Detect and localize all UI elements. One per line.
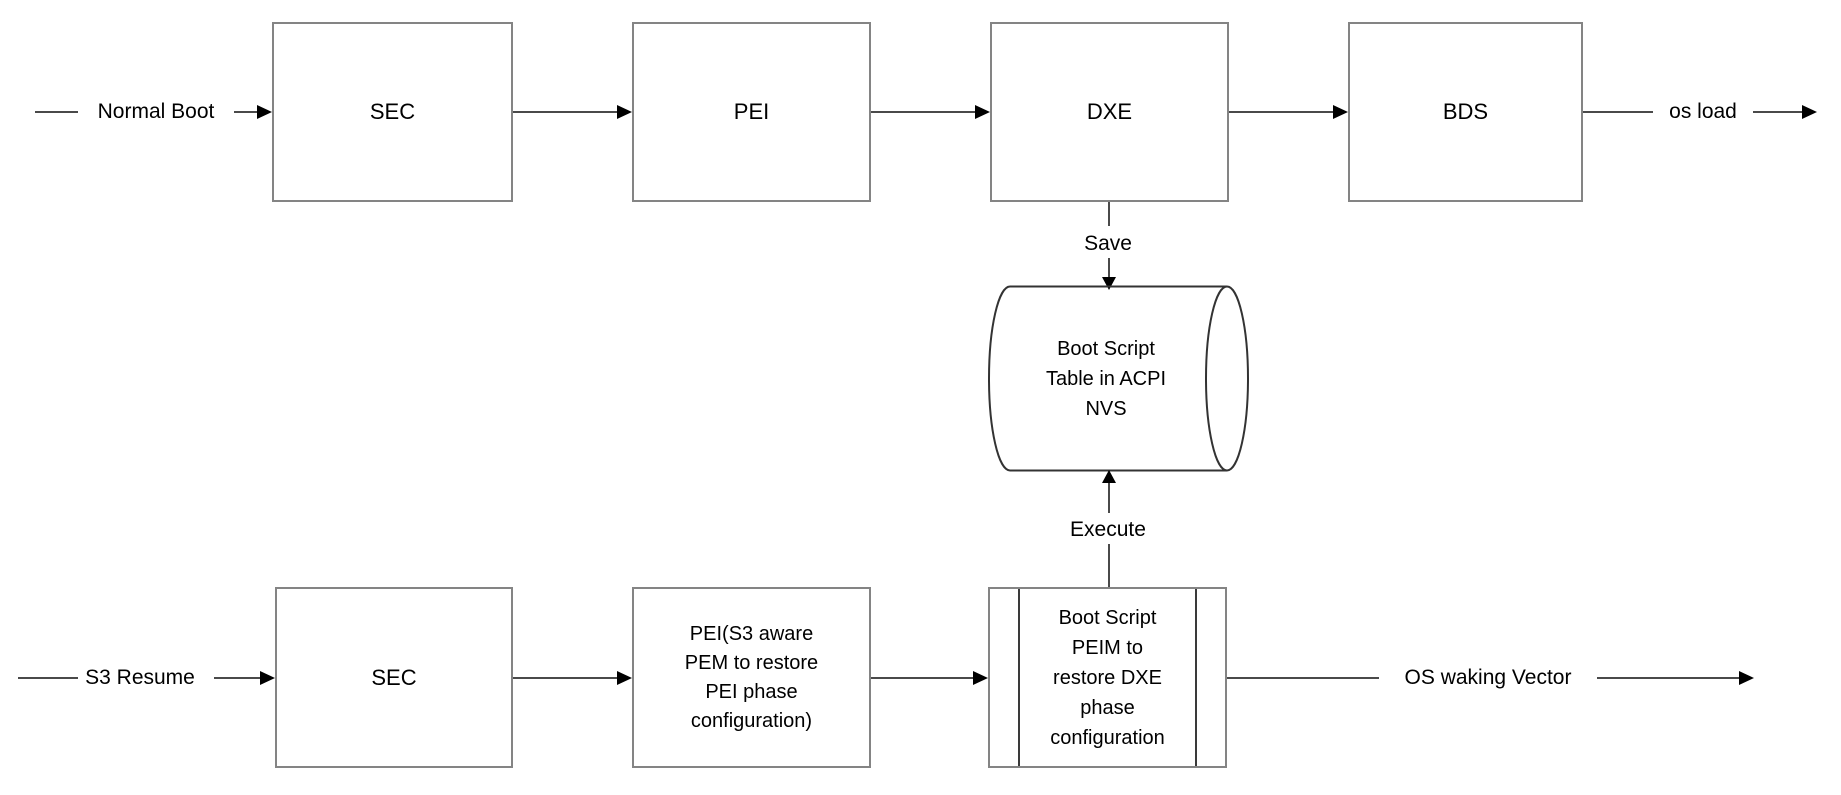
pei-s3-aware-text: PEI(S3 aware PEM to restore PEI phase co…	[685, 620, 818, 736]
connector-line	[1227, 677, 1379, 679]
os-load-label: os load	[1669, 100, 1737, 123]
boot-script-peim-box: Boot Script PEIM to restore DXE phase co…	[988, 587, 1227, 768]
arrow-right-icon	[973, 671, 988, 685]
arrow-right-icon	[1802, 105, 1817, 119]
arrow-right-icon	[1739, 671, 1754, 685]
boot-script-table-line: Boot Script	[1057, 338, 1155, 360]
arrow-right-icon	[617, 671, 632, 685]
arrow-right-icon	[257, 105, 272, 119]
pei-s3-aware-box: PEI(S3 aware PEM to restore PEI phase co…	[632, 587, 871, 768]
os-waking-vector-label: OS waking Vector	[1404, 666, 1572, 689]
pei-s3-aware-line: PEI phase	[705, 680, 798, 703]
execute-label: Execute	[1070, 518, 1146, 541]
boot-script-table-text: Boot Script Table in ACPI NVS	[1026, 334, 1186, 424]
bds-phase-box: BDS	[1348, 22, 1583, 202]
arrow-right-icon	[617, 105, 632, 119]
sec-phase-label: SEC	[369, 99, 416, 124]
dxe-phase-box: DXE	[990, 22, 1229, 202]
predefined-process-line	[1018, 589, 1020, 766]
connector-line	[1108, 202, 1110, 226]
arrow-right-icon	[260, 671, 275, 685]
connector-line	[871, 111, 976, 113]
connector-line	[214, 677, 261, 679]
connector-line	[234, 111, 258, 113]
connector-line	[871, 677, 974, 679]
save-label: Save	[1084, 232, 1132, 255]
connector-line	[35, 111, 78, 113]
cylinder-end-cap	[1205, 285, 1249, 472]
s3-resume-label: S3 Resume	[85, 666, 195, 689]
boot-script-peim-line: configuration	[1050, 726, 1165, 749]
connector-line	[1108, 544, 1110, 587]
boot-script-table-line: Table in ACPI	[1045, 368, 1167, 390]
boot-script-table-line: NVS	[1085, 398, 1127, 420]
connector-line	[1229, 111, 1334, 113]
boot-script-peim-line: Boot Script	[1058, 606, 1157, 629]
connector-line	[1108, 258, 1110, 277]
connector-line	[513, 677, 618, 679]
pei-s3-aware-line: PEM to restore	[684, 651, 819, 674]
connector-line	[18, 677, 78, 679]
cylinder-outline	[988, 285, 1227, 472]
dxe-phase-label: DXE	[1086, 99, 1133, 124]
connector-line	[1108, 483, 1110, 513]
sec-resume-label: SEC	[371, 664, 417, 690]
pei-phase-box: PEI	[632, 22, 871, 202]
pei-s3-aware-line: configuration)	[690, 709, 813, 732]
connector-line	[513, 111, 618, 113]
boot-script-peim-line: phase	[1080, 696, 1135, 719]
connector-line	[1597, 677, 1740, 679]
pei-s3-aware-line: PEI(S3 aware	[689, 622, 814, 645]
boot-script-peim-line: restore DXE	[1053, 666, 1162, 689]
normal-boot-label: Normal Boot	[97, 100, 215, 123]
sec-resume-box: SEC	[275, 587, 513, 768]
sec-phase-box: SEC	[272, 22, 513, 202]
pei-phase-label: PEI	[733, 99, 770, 124]
arrow-up-icon	[1102, 470, 1116, 483]
predefined-process-line	[1195, 589, 1197, 766]
boot-script-peim-line: PEIM to	[1071, 636, 1144, 659]
arrow-right-icon	[1333, 105, 1348, 119]
arrow-right-icon	[975, 105, 990, 119]
connector-line	[1583, 111, 1653, 113]
boot-script-peim-text: Boot Script PEIM to restore DXE phase co…	[1050, 603, 1165, 753]
connector-line	[1753, 111, 1803, 113]
boot-script-table-cylinder	[988, 285, 1249, 472]
bds-phase-label: BDS	[1442, 99, 1489, 124]
